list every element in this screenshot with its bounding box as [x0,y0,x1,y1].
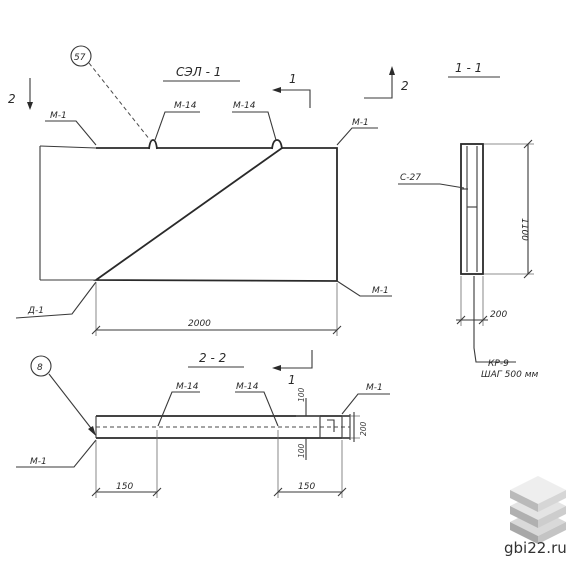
section-2-title: 2 - 2 [199,351,226,365]
label-m1-plan-left: М-1 [30,457,47,467]
label-kr9: КР-9 [488,359,509,369]
brand-text: gbi22.ru [504,539,567,557]
dim-length: 2000 [188,319,211,329]
dim-150-right: 150 [298,482,315,492]
label-m14-plan-right: М-14 [236,382,259,392]
label-m1-top-left: М-1 [50,111,67,121]
cut-marker-1-top: 1 [289,72,297,86]
cut-marker-1-bottom: 1 [288,373,296,387]
circle-ref-top [70,45,92,67]
cut-marker-2-right: 2 [401,79,409,93]
drawing-title: СЭЛ - 1 [176,65,221,79]
dim-100-bottom: 100 [297,443,306,458]
label-c27: С-27 [400,173,421,183]
cut-marker-2-left: 2 [8,92,16,106]
label-m14-plan-left: М-14 [176,382,199,392]
dim-150-left: 150 [116,482,133,492]
section-2-2-view: 2 - 2 М-14 М-14 М-1 8 М-1 1 1 [16,350,390,498]
label-d1: Д-1 [27,306,44,316]
dim-height: 1100 [519,218,529,241]
label-m1-bottom-right: М-1 [372,286,389,296]
dim-100-top: 100 [297,387,306,402]
circle-ref-top-text: 57 [74,53,86,63]
lifting-loop-right [271,139,283,150]
section-1-1-view: 1 - 1 С-27 1100 200 КР-9 ШАГ 500 мм [398,61,538,380]
circle-ref-bottom-text: 8 [37,363,43,373]
section-1-title: 1 - 1 [455,61,482,75]
label-shag: ШАГ 500 мм [481,370,538,380]
label-m14-left: М-14 [174,101,197,111]
label-m1-top-right: М-1 [352,118,369,128]
lifting-loop-left [148,139,158,150]
label-m14-right: М-14 [233,101,256,111]
dim-thickness-side: 200 [490,310,507,320]
brand-logo: gbi22.ru [504,476,567,557]
elevation-view: М-14 М-14 57 СЭЛ - 1 М-1 М-1 М-1 Д-1 1 2… [8,45,409,336]
label-m1-plan-right: М-1 [366,383,383,393]
layered-blocks-icon [510,476,566,544]
circle-ref-bottom [30,355,52,377]
dim-200-plan: 200 [359,421,368,436]
